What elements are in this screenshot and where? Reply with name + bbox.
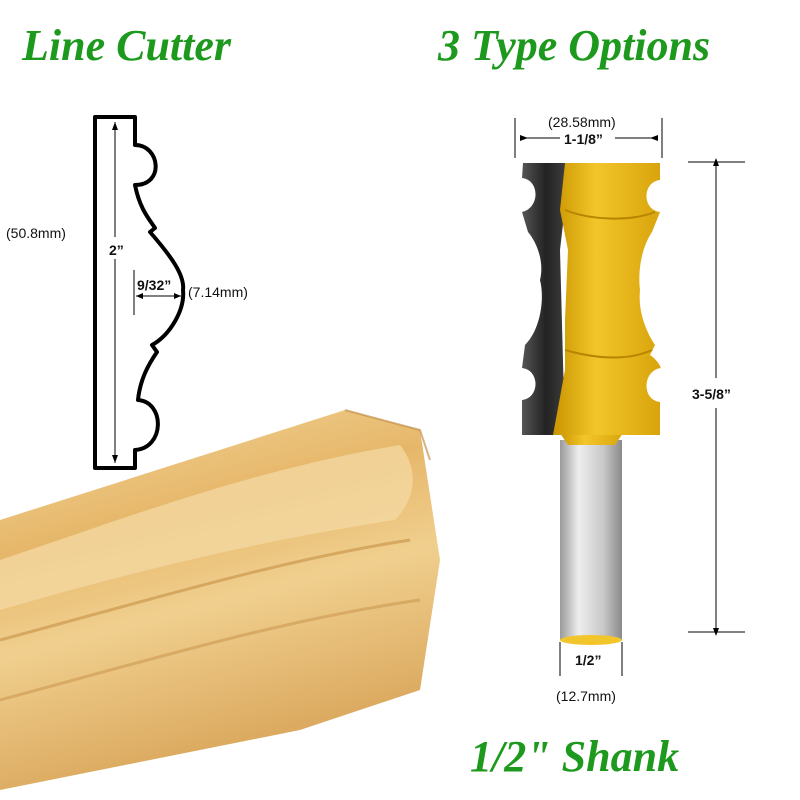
- profile-height-in: 2”: [109, 242, 124, 258]
- shank-diameter-in: 1/2”: [575, 652, 601, 668]
- shank-diameter-mm: (12.7mm): [556, 688, 616, 704]
- bit-width-in: 1-1/8”: [564, 131, 603, 147]
- profile-depth-mm: (7.14mm): [188, 284, 248, 300]
- title-shank: 1/2" Shank: [470, 732, 680, 781]
- profile-height-mm: (50.8mm): [6, 225, 66, 241]
- title-type-options: 3 Type Options: [438, 21, 711, 70]
- bit-length-in: 3-5/8”: [692, 386, 731, 402]
- wood-molding-photo: [0, 409, 440, 790]
- title-line-cutter: Line Cutter: [22, 21, 232, 70]
- profile-depth-in: 9/32”: [137, 277, 171, 293]
- cut-profile-diagram: [93, 115, 186, 470]
- bit-width-mm: (28.58mm): [548, 114, 616, 130]
- router-bit-photo: [522, 163, 661, 645]
